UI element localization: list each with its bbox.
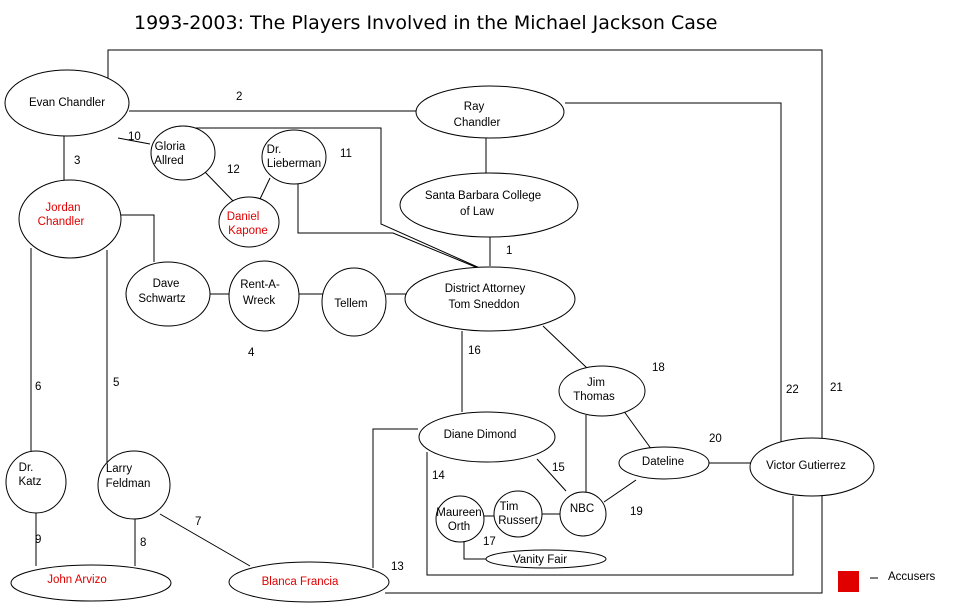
svg-text:Chandler: Chandler [454, 117, 501, 129]
edge-number: 7 [195, 516, 201, 528]
node-evan-chandler: Evan Chandler [4, 69, 130, 137]
svg-text:John Arvizo: John Arvizo [47, 574, 106, 586]
node-larry-feldman: Larry Feldman [97, 450, 171, 520]
svg-text:Katz: Katz [18, 476, 41, 488]
edge-numbers: 1 2 3 4 5 6 7 8 9 10 11 12 13 14 15 16 1… [35, 91, 843, 573]
edge-number: 21 [830, 382, 843, 394]
node-vanity-fair: Vanity Fair [485, 549, 607, 569]
node-blanca-francia: Blanca Francia [228, 561, 390, 603]
edge-number: 4 [248, 347, 255, 359]
svg-text:Daniel: Daniel [227, 211, 260, 223]
svg-text:Chandler: Chandler [38, 216, 85, 228]
svg-text:Santa Barbara College: Santa Barbara College [425, 190, 541, 202]
node-dateline: Dateline [618, 446, 710, 480]
edge-number: 14 [432, 470, 445, 482]
diagram-title: 1993-2003: The Players Involved in the M… [134, 12, 717, 34]
edge-number: 22 [786, 384, 799, 396]
node-nbc: NBC [559, 491, 607, 537]
edge-number: 3 [74, 155, 80, 167]
edge-number: 11 [340, 148, 352, 160]
edge-number: 9 [35, 534, 41, 546]
svg-text:Vanity Fair: Vanity Fair [513, 554, 567, 566]
node-gloria-allred: Gloria Allred [150, 125, 216, 181]
node-santa-barbara-college: Santa Barbara College of Law [399, 172, 579, 238]
node-maureen-orth: Maureen Orth [435, 495, 485, 543]
edge-number: 6 [35, 381, 41, 393]
edge-number: 20 [709, 433, 722, 445]
node-dr-katz: Dr. Katz [5, 450, 67, 514]
node-ray-chandler: Ray Chandler [415, 85, 565, 139]
svg-text:Jordan: Jordan [45, 202, 80, 214]
svg-text:Diane Dimond: Diane Dimond [444, 429, 517, 441]
svg-text:Tellem: Tellem [334, 298, 367, 310]
svg-text:of Law: of Law [460, 206, 495, 218]
svg-text:Orth: Orth [448, 521, 470, 533]
edge-number: 5 [113, 377, 119, 389]
svg-text:Rent-A-: Rent-A- [240, 279, 280, 291]
edge-number: 15 [552, 462, 565, 474]
svg-text:Jim: Jim [587, 377, 605, 389]
svg-text:Dr.: Dr. [267, 144, 282, 156]
svg-text:Evan Chandler: Evan Chandler [29, 97, 105, 109]
edge-number: 13 [391, 561, 404, 573]
connector-lines [30, 49, 823, 594]
node-district-attorney: District Attorney Tom Sneddon [404, 266, 576, 332]
svg-text:Tim: Tim [500, 501, 519, 513]
legend-accusers-swatch [838, 571, 859, 592]
svg-text:Thomas: Thomas [573, 391, 615, 403]
svg-text:Wreck: Wreck [243, 295, 276, 307]
node-john-arvizo: John Arvizo [10, 564, 172, 602]
svg-text:Ray: Ray [464, 101, 485, 113]
edge-number: 17 [483, 536, 496, 548]
svg-text:Schwartz: Schwartz [138, 293, 186, 305]
svg-text:NBC: NBC [570, 503, 594, 515]
svg-text:Lieberman: Lieberman [267, 158, 321, 170]
edge-number: 12 [227, 164, 240, 176]
node-tellem: Tellem [321, 267, 387, 337]
edge-number: 16 [468, 345, 481, 357]
node-jim-thomas: Jim Thomas [558, 365, 646, 417]
node-tim-russert: Tim Russert [493, 490, 543, 538]
edge-number: 19 [630, 506, 643, 518]
node-diane-dimond: Diane Dimond [418, 411, 556, 463]
svg-text:Tom Sneddon: Tom Sneddon [449, 299, 520, 311]
node-dr-lieberman: Dr. Lieberman [261, 129, 327, 185]
edge-number: 18 [652, 362, 665, 374]
node-dave-schwartz: Dave Schwartz [125, 261, 211, 327]
svg-text:Russert: Russert [498, 515, 538, 527]
svg-text:Victor Gutierrez: Victor Gutierrez [766, 460, 846, 472]
edge-number: 8 [140, 537, 146, 549]
svg-text:Larry: Larry [106, 463, 132, 475]
svg-text:Feldman: Feldman [106, 478, 151, 490]
svg-text:District Attorney: District Attorney [445, 283, 526, 295]
node-rent-a-wreck: Rent-A- Wreck [228, 260, 300, 332]
svg-text:Dr.: Dr. [19, 462, 34, 474]
legend-accusers-label: Accusers [888, 571, 936, 583]
svg-text:Dateline: Dateline [642, 456, 684, 468]
node-victor-gutierrez: Victor Gutierrez [749, 437, 875, 497]
svg-text:Blanca Francia: Blanca Francia [262, 576, 339, 588]
edge-number: 2 [236, 91, 242, 103]
node-daniel-kapone: Daniel Kapone [218, 196, 280, 248]
node-jordan-chandler: Jordan Chandler [18, 179, 122, 259]
edge-number: 10 [128, 131, 141, 143]
edge-number: 1 [506, 245, 512, 257]
svg-text:Gloria: Gloria [155, 141, 186, 153]
legend: Accusers [838, 571, 936, 592]
svg-text:Kapone: Kapone [228, 225, 268, 237]
svg-text:Dave: Dave [153, 278, 180, 290]
svg-text:Maureen: Maureen [436, 507, 481, 519]
svg-text:Allred: Allred [154, 155, 183, 167]
